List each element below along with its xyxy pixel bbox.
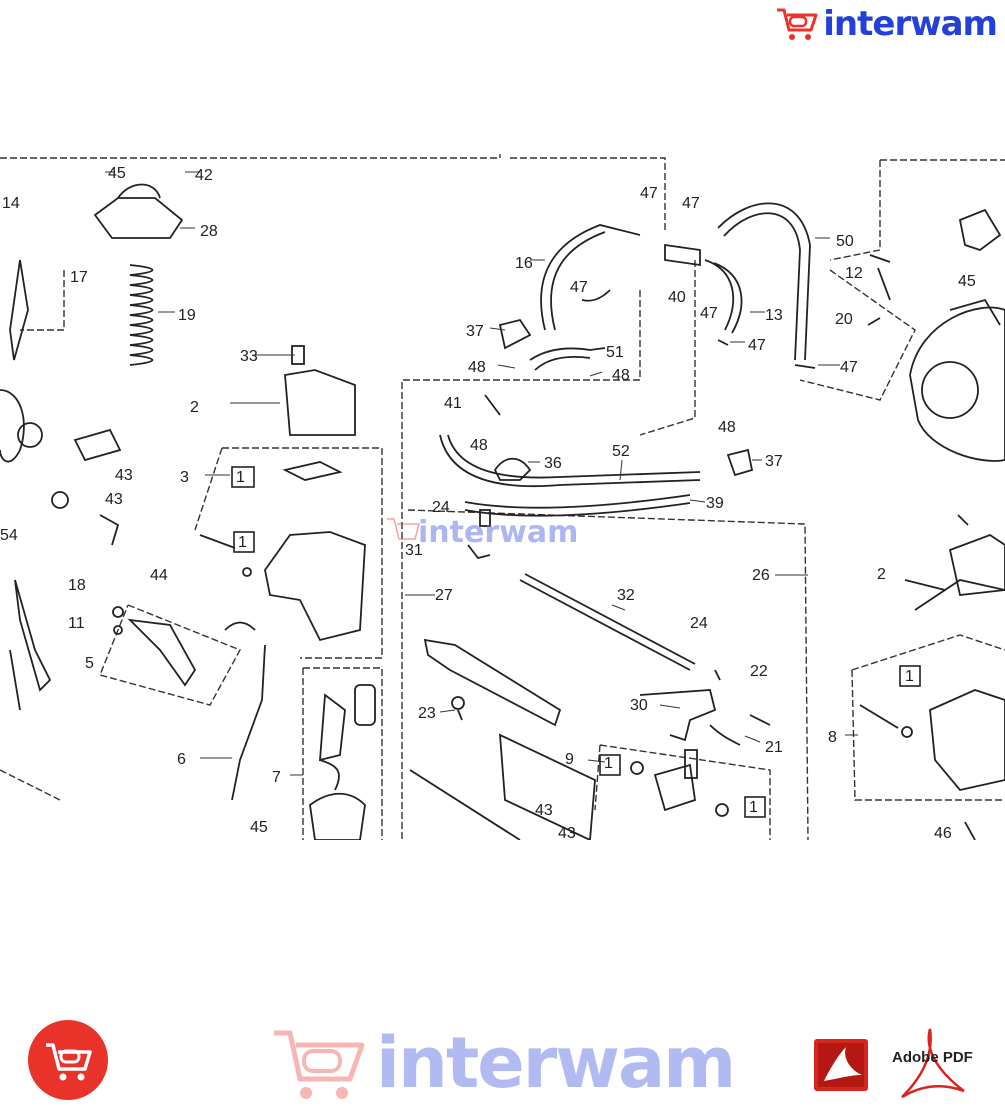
shopping-cart-icon xyxy=(777,8,818,40)
callout-label: 37 xyxy=(466,323,484,340)
adobe-pdf-icon xyxy=(901,1028,965,1099)
callout-label: 32 xyxy=(617,587,635,604)
callout-label: 12 xyxy=(845,265,863,282)
callout-label: 43 xyxy=(105,491,123,508)
brand-wordmark: interwam xyxy=(823,4,998,44)
callout-label: 45 xyxy=(958,273,976,290)
callout-label: 14 xyxy=(2,195,20,212)
callout-label: 52 xyxy=(612,443,630,460)
callout-label: 1 xyxy=(236,469,245,486)
callout-label: 47 xyxy=(640,185,658,202)
callout-label: 6 xyxy=(177,751,186,768)
callout-label: 13 xyxy=(765,307,783,324)
cart-badge-icon[interactable] xyxy=(22,1019,114,1101)
callout-label: 5 xyxy=(85,655,94,672)
callout-label: 48 xyxy=(718,419,736,436)
callout-label: 8 xyxy=(828,729,837,746)
callout-label: 50 xyxy=(836,233,854,250)
brand-logo[interactable]: interwam xyxy=(775,4,998,44)
callout-label: 40 xyxy=(668,289,686,306)
callout-label: 20 xyxy=(835,311,853,328)
callout-label: 46 xyxy=(934,825,952,840)
callout-label: 23 xyxy=(418,705,436,722)
callout-label: 48 xyxy=(470,437,488,454)
callout-label: 47 xyxy=(700,305,718,322)
callout-label: 27 xyxy=(435,587,453,604)
adobe-pdf-label: Adobe PDF xyxy=(892,1049,973,1066)
callout-label: 3 xyxy=(180,469,189,486)
callout-label: 43 xyxy=(535,802,553,819)
callout-label: 11 xyxy=(68,615,85,632)
pdf-file-icon[interactable] xyxy=(812,1035,872,1095)
callout-label: 7 xyxy=(272,769,281,786)
callout-label: 1 xyxy=(604,755,613,772)
bottom-watermark: interwam xyxy=(270,1022,736,1104)
center-watermark: interwam xyxy=(387,515,578,550)
shopping-cart-icon xyxy=(274,1030,365,1099)
callout-label: 18 xyxy=(68,577,86,594)
callout-label: 2 xyxy=(190,399,199,416)
callout-label: 47 xyxy=(570,279,588,296)
callout-label: 24 xyxy=(432,499,450,516)
callout-label: 54 xyxy=(0,527,18,544)
callout-label: 26 xyxy=(752,567,770,584)
callout-label: 28 xyxy=(200,223,218,240)
callout-label: 36 xyxy=(544,455,562,472)
parts-diagram: 45 42 28 14 17 19 33 2 3 1 1 43 43 18 44… xyxy=(0,150,1005,840)
callout-label: 47 xyxy=(748,337,766,354)
callout-label: 47 xyxy=(840,359,858,376)
watermark-wordmark: interwam xyxy=(376,1022,736,1104)
callout-label: 1 xyxy=(905,668,914,685)
callout-label: 43 xyxy=(558,825,576,840)
callout-label: 9 xyxy=(565,751,574,768)
callout-label: 48 xyxy=(468,359,486,376)
callout-label: 48 xyxy=(612,367,630,384)
callout-label: 43 xyxy=(115,467,133,484)
callout-label: 17 xyxy=(70,269,88,286)
watermark-wordmark: interwam xyxy=(418,515,578,550)
callout-label: 37 xyxy=(765,453,783,470)
callout-label: 1 xyxy=(749,799,758,816)
callout-label: 19 xyxy=(178,307,196,324)
callout-label: 1 xyxy=(238,534,247,551)
callout-label: 31 xyxy=(405,542,423,559)
callout-label: 42 xyxy=(195,167,213,184)
callout-label: 16 xyxy=(515,255,533,272)
callout-label: 33 xyxy=(240,348,258,365)
callout-label: 24 xyxy=(690,615,708,632)
adobe-pdf-logo[interactable]: Adobe PDF xyxy=(890,1023,1000,1103)
callout-label: 44 xyxy=(150,567,168,584)
callout-label: 2 xyxy=(877,566,886,583)
footer: interwam Adobe PDF xyxy=(0,1015,1005,1107)
carburetor-exploded-view: 45 42 28 14 17 19 33 2 3 1 1 43 43 18 44… xyxy=(0,154,1005,840)
callout-label: 21 xyxy=(765,739,783,756)
callout-label: 45 xyxy=(250,819,268,836)
callout-label: 41 xyxy=(444,395,462,412)
callout-label: 22 xyxy=(750,663,768,680)
callout-label: 47 xyxy=(682,195,700,212)
callout-label: 51 xyxy=(606,344,624,361)
callout-label: 45 xyxy=(108,165,126,182)
callout-label: 39 xyxy=(706,495,724,512)
callout-label: 30 xyxy=(630,697,648,714)
